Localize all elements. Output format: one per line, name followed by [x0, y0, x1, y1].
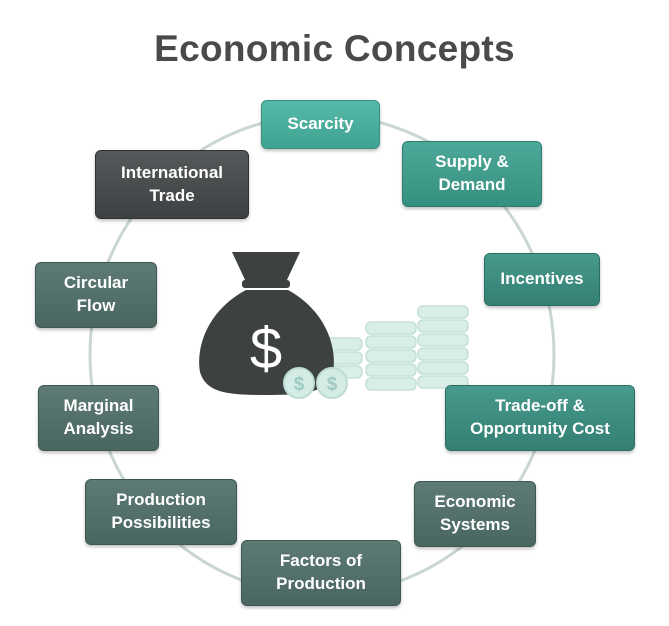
- node-circular-flow: Circular Flow: [35, 262, 157, 328]
- node-international-trade: International Trade: [95, 150, 249, 219]
- node-factors-of-production: Factors of Production: [241, 540, 401, 606]
- dollar-sign: $: [250, 316, 282, 381]
- svg-text:$: $: [294, 374, 305, 395]
- node-tradeoff-opportunity-cost: Trade-off & Opportunity Cost: [445, 385, 635, 451]
- coins-icon: $ $: [283, 367, 348, 399]
- node-incentives: Incentives: [484, 253, 600, 306]
- node-economic-systems: Economic Systems: [414, 481, 536, 547]
- svg-text:$: $: [327, 374, 338, 395]
- diagram-title: Economic Concepts: [154, 28, 515, 69]
- node-supply-demand: Supply & Demand: [402, 141, 542, 207]
- node-marginal-analysis: Marginal Analysis: [38, 385, 159, 451]
- node-scarcity: Scarcity: [261, 100, 380, 149]
- node-production-possibilities: Production Possibilities: [85, 479, 237, 545]
